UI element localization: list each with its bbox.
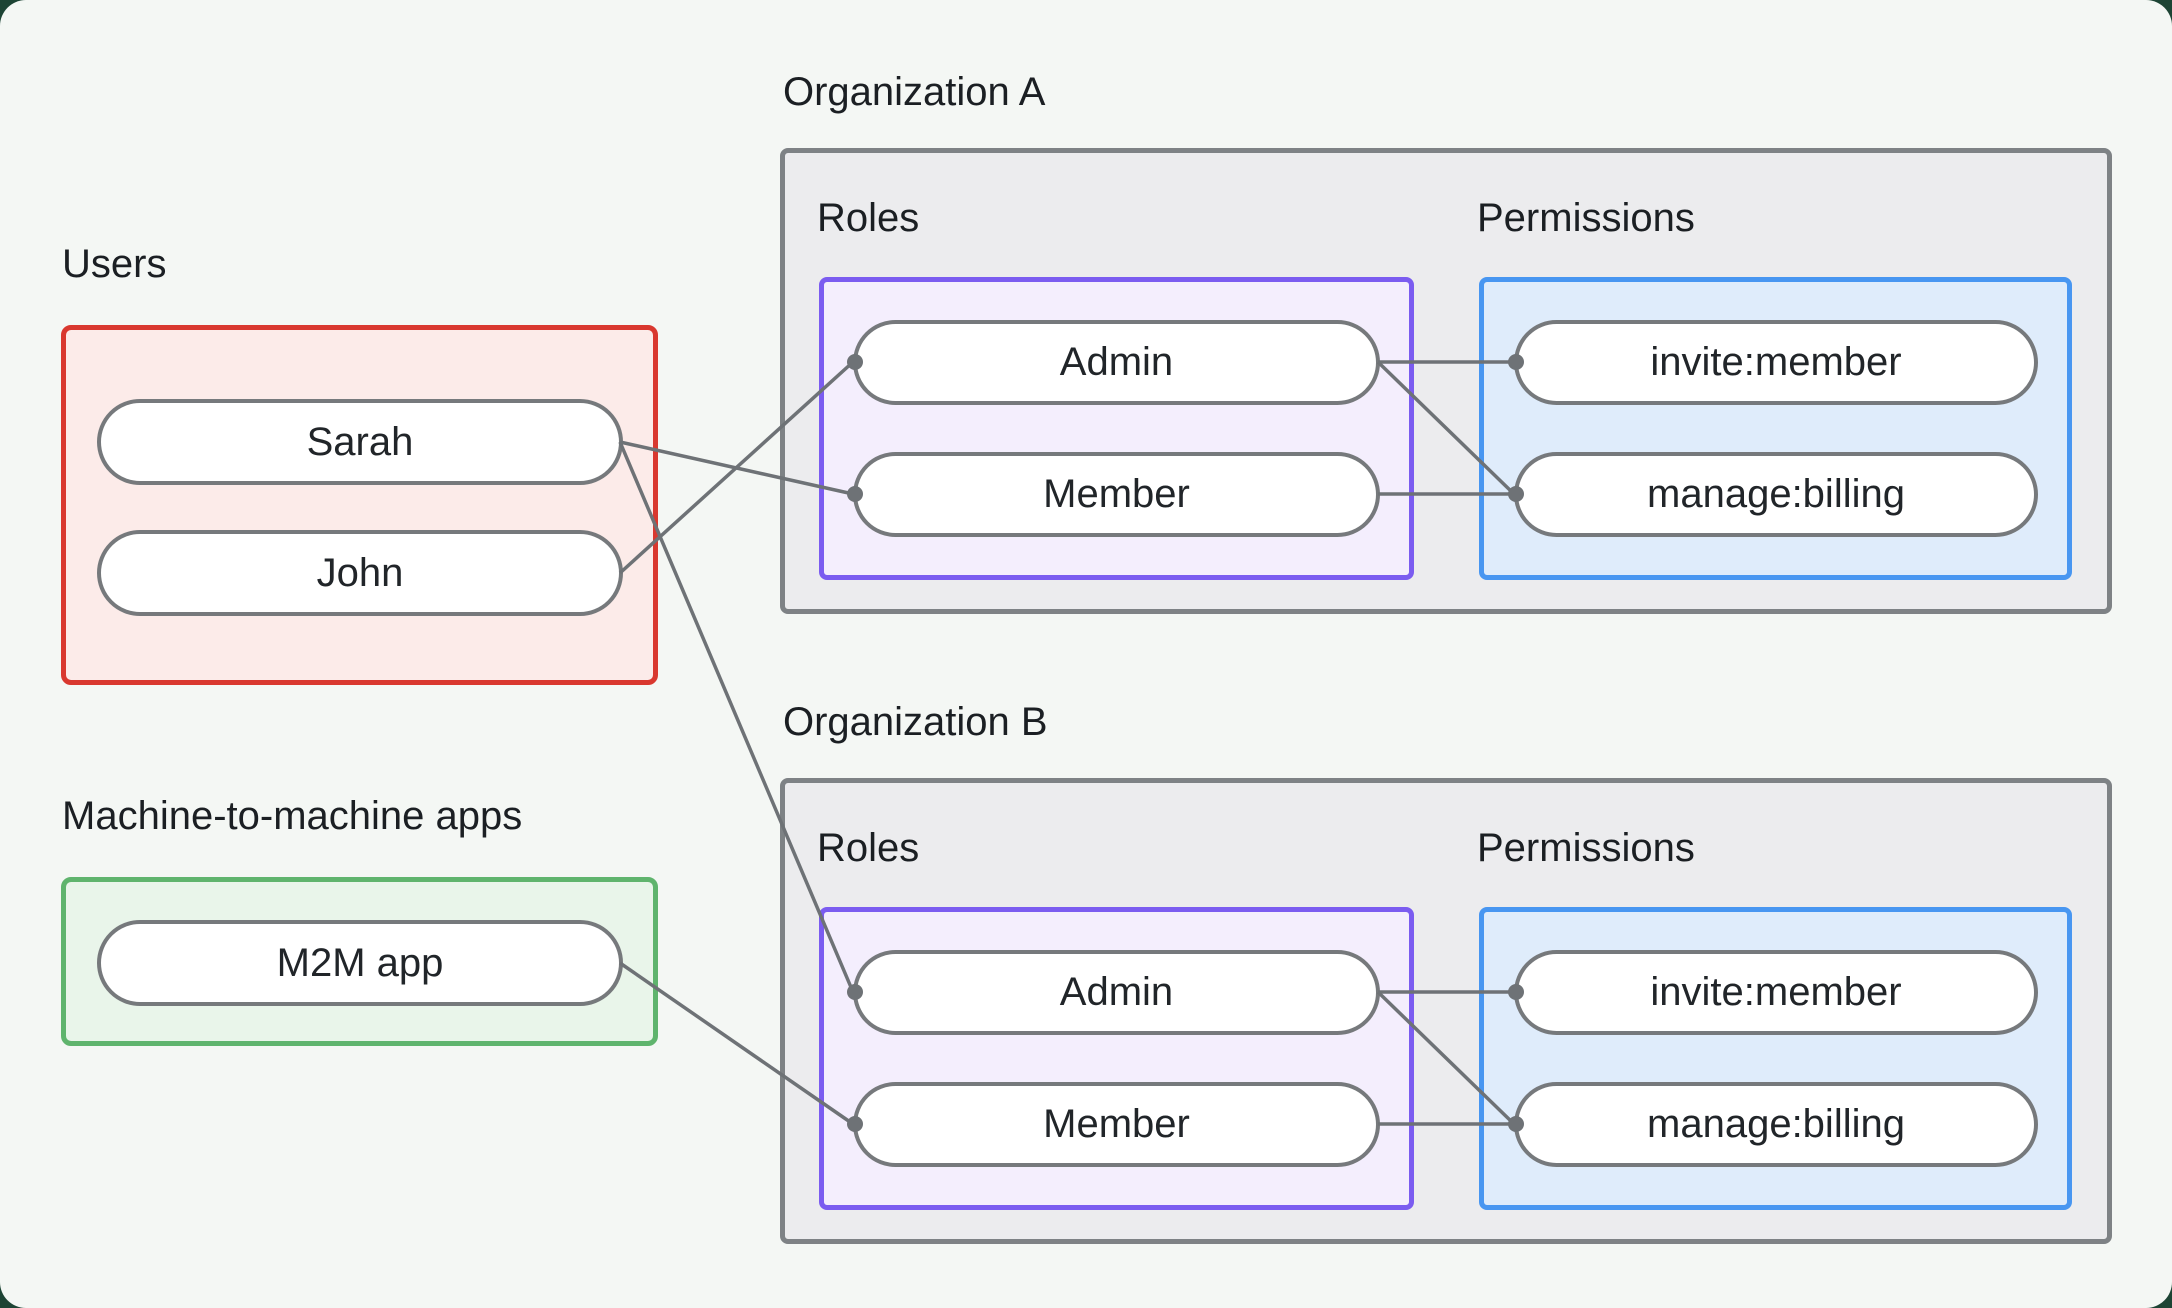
users-label: Users [62,242,167,286]
m2m-label: Machine-to-machine apps [62,794,523,838]
node-org-a-role-member: Member [853,452,1380,537]
node-org-b-role-member: Member [853,1082,1380,1167]
users-box [61,325,658,685]
org-b-title: Organization B [783,700,1048,744]
node-org-a-perm-invite: invite:member [1514,320,2038,405]
org-a-permissions-label: Permissions [1477,196,1695,240]
org-a-title: Organization A [783,70,1046,114]
org-b-roles-label: Roles [817,826,920,870]
node-user-john: John [97,530,623,616]
node-org-b-role-admin: Admin [853,950,1380,1035]
org-b-permissions-label: Permissions [1477,826,1695,870]
node-user-sarah: Sarah [97,399,623,485]
node-org-b-perm-invite: invite:member [1514,950,2038,1035]
node-m2m-app: M2M app [97,920,623,1006]
org-a-roles-label: Roles [817,196,920,240]
node-org-b-perm-manage: manage:billing [1514,1082,2038,1167]
node-org-a-perm-manage: manage:billing [1514,452,2038,537]
node-org-a-role-admin: Admin [853,320,1380,405]
